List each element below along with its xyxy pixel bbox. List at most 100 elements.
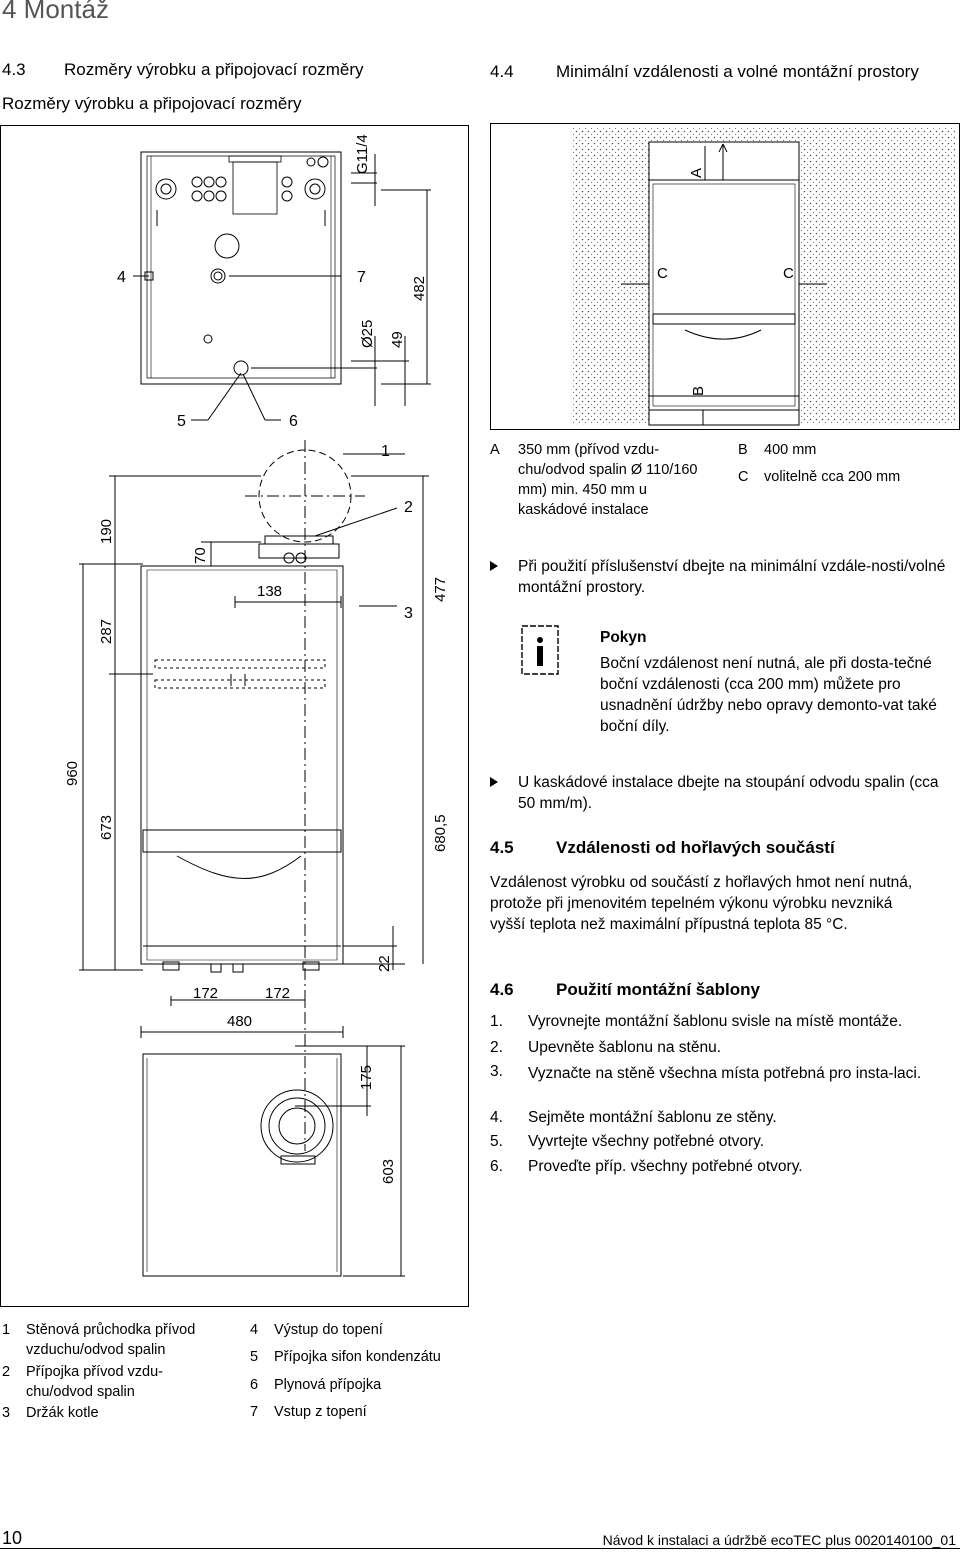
- clearance-figure: A B C C: [490, 123, 960, 430]
- bullet-arrow-icon: [490, 777, 498, 787]
- step-number: 4.: [490, 1109, 503, 1126]
- legend-number: 2: [2, 1364, 11, 1380]
- s45-paragraph: Vzdálenost výrobku od součástí z hořlavý…: [490, 874, 913, 933]
- chapter-title: 4 Montáž: [2, 0, 109, 24]
- bottom-view-outline: [142, 1053, 342, 1277]
- front-view-outline: [140, 565, 344, 965]
- legend-item: 5 Přípojka sifon kondenzátu: [250, 1347, 480, 1369]
- dimension-drawing: G11/4 482 Ø25 49 4 7 5 6 1 2 3 190 70 13…: [64, 134, 449, 1277]
- label-b: B: [690, 386, 707, 396]
- legend-text: Přípojka přívod vzdu-chu/odvod spalin: [26, 1364, 164, 1400]
- label-c-left: C: [657, 265, 668, 282]
- legend-number: 6: [250, 1377, 259, 1393]
- section-4-3-heading: 4.3 Rozměry výrobku a připojovací rozměry: [2, 60, 363, 80]
- step-item: 1. Vyrovnejte montážní šablonu svisle na …: [490, 1013, 950, 1031]
- def-a-text: 350 mm (přívod vzdu-chu/odvod spalin Ø 1…: [518, 442, 698, 518]
- label-6: 6: [289, 413, 298, 430]
- step-number: 6.: [490, 1158, 503, 1175]
- dim-190: 190: [98, 519, 115, 544]
- page-number: 10: [2, 1528, 23, 1548]
- label-2: 2: [404, 499, 413, 516]
- step-text: Vyrovnejte montážní šablonu svisle na mí…: [528, 1013, 903, 1030]
- legend-number: 5: [250, 1349, 259, 1365]
- legend-text: Plynová přípojka: [274, 1377, 382, 1393]
- def-a-key: A: [490, 442, 500, 458]
- section-title: Rozměry výrobku a připojovací rozměry: [64, 60, 364, 79]
- legend-text: Přípojka sifon kondenzátu: [274, 1349, 441, 1365]
- legend-number: 1: [2, 1322, 11, 1338]
- step-item: 6. Proveďte příp. všechny potřebné otvory…: [490, 1158, 950, 1176]
- legend-item: 4 Výstup do topení: [250, 1320, 480, 1342]
- step-number: 2.: [490, 1039, 503, 1056]
- step-text: Vyznačte na stěně všechna místa potřebná…: [528, 1065, 922, 1082]
- legend-number: 7: [250, 1404, 259, 1420]
- label-4: 4: [117, 269, 126, 286]
- footer-rule: [0, 1548, 960, 1549]
- legend-text: Výstup do topení: [274, 1322, 383, 1338]
- dim-49: 49: [389, 331, 406, 348]
- dim-70: 70: [192, 547, 209, 564]
- label-c-right: C: [783, 265, 794, 282]
- dim-960: 960: [64, 761, 81, 786]
- clearance-drawing: A B C C: [571, 128, 955, 426]
- def-c-key: C: [738, 469, 749, 485]
- dim-g114: G11/4: [354, 134, 371, 174]
- section-4-6-heading: 4.6 Použití montážní šablony: [490, 980, 760, 1000]
- step-item: 2. Upevněte šablonu na stěnu.: [490, 1039, 950, 1057]
- footer-doc-title: Návod k instalaci a údržbě ecoTEC plus 0…: [602, 1532, 956, 1548]
- step-item: 5. Vyvrtejte všechny potřebné otvory.: [490, 1133, 950, 1151]
- section-title: Použití montážní šablony: [556, 980, 761, 999]
- dim-287: 287: [98, 619, 115, 644]
- section-number: 4.4: [490, 62, 514, 81]
- dim-680-5: 680,5: [432, 814, 449, 852]
- step-text: Vyvrtejte všechny potřebné otvory.: [528, 1133, 765, 1150]
- section-number: 4.5: [490, 838, 514, 857]
- dim-603: 603: [380, 1159, 397, 1184]
- bullet-text: U kaskádové instalace dbejte na stoupání…: [518, 774, 939, 812]
- label-1: 1: [381, 443, 390, 460]
- def-c-text: volitelně cca 200 mm: [764, 469, 901, 485]
- dim-673: 673: [98, 815, 115, 840]
- note-text: Boční vzdálenost není nutná, ale při dos…: [600, 655, 937, 735]
- legend-item: 2 Přípojka přívod vzdu-chu/odvod spalin: [2, 1362, 232, 1404]
- dim-172-left: 172: [193, 985, 218, 1002]
- step-text: Upevněte šablonu na stěnu.: [528, 1039, 722, 1056]
- dim-480: 480: [227, 1013, 252, 1030]
- section-4-5-heading: 4.5 Vzdálenosti od hořlavých součástí: [490, 838, 835, 858]
- legend-item: 7 Vstup z topení: [250, 1402, 480, 1424]
- bullet-text: Při použití příslušenství dbejte na mini…: [518, 558, 946, 596]
- dim-482: 482: [411, 276, 428, 301]
- dim-25: Ø25: [359, 320, 376, 348]
- dim-22: 22: [376, 955, 393, 972]
- step-text: Proveďte příp. všechny potřebné otvory.: [528, 1158, 803, 1175]
- label-5: 5: [177, 413, 186, 430]
- note-title: Pokyn: [600, 629, 647, 646]
- legend-text: Vstup z topení: [274, 1404, 367, 1420]
- legend-item: 1 Stěnová průchodka přívod vzduchu/odvod …: [2, 1320, 232, 1362]
- dim-138: 138: [257, 583, 282, 600]
- dimension-figure: G11/4 482 Ø25 49 4 7 5 6 1 2 3 190 70 13…: [0, 125, 469, 1307]
- section-number: 4.3: [2, 60, 26, 79]
- step-number: 5.: [490, 1133, 503, 1150]
- label-a: A: [688, 168, 705, 178]
- dim-477: 477: [432, 577, 449, 602]
- legend-number: 3: [2, 1405, 11, 1421]
- section-title: Vzdálenosti od hořlavých součástí: [556, 838, 835, 857]
- step-item: 3. Vyznačte na stěně všechna místa potřeb…: [490, 1063, 950, 1084]
- step-number: 1.: [490, 1013, 503, 1030]
- legend-number: 4: [250, 1322, 259, 1338]
- section-title: Minimální vzdálenosti a volné montážní p…: [556, 62, 919, 81]
- dim-175: 175: [358, 1065, 375, 1090]
- step-number: 3.: [490, 1063, 503, 1080]
- legend-item: 6 Plynová přípojka: [250, 1375, 480, 1397]
- legend-text: Stěnová průchodka přívod vzduchu/odvod s…: [26, 1322, 196, 1358]
- label-3: 3: [404, 605, 413, 622]
- section-4-4-heading: 4.4 Minimální vzdálenosti a volné montáž…: [490, 60, 950, 83]
- step-text: Sejměte montážní šablonu ze stěny.: [528, 1109, 777, 1126]
- info-icon: [520, 624, 560, 676]
- section-number: 4.6: [490, 980, 514, 999]
- def-b-text: 400 mm: [764, 442, 817, 458]
- figure-caption: Rozměry výrobku a připojovací rozměry: [2, 94, 302, 113]
- top-view-outline: [140, 151, 342, 385]
